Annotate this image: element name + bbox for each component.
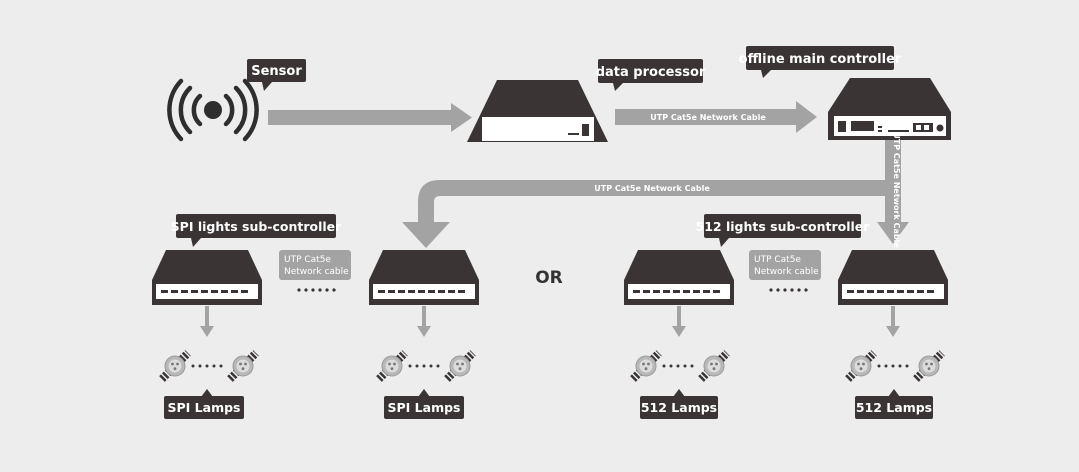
dmx-chain-cable-label: UTP Cat5e Network cable xyxy=(749,250,821,280)
dmx-chain-dots xyxy=(769,288,808,292)
spi-lamp-group-2 xyxy=(379,353,473,379)
spi-lamps-label-2: SPI Lamps xyxy=(384,389,464,419)
dmx-subcontroller-1 xyxy=(624,250,734,305)
spi-chain-dots xyxy=(297,288,336,292)
dmx-subcontroller-label: 512 lights sub-controller xyxy=(696,214,871,247)
dmx-lamp-group-1 xyxy=(633,353,727,379)
svg-text:UTP Cat5e: UTP Cat5e xyxy=(284,255,331,265)
spi-lamps-label-1: SPI Lamps xyxy=(164,389,244,419)
spi-subcontroller-1 xyxy=(152,250,262,305)
spi-subcontroller-2 xyxy=(369,250,479,305)
svg-text:UTP Cat5e Network Cable: UTP Cat5e Network Cable xyxy=(892,132,901,248)
spi-chain-cable-label: UTP Cat5e Network cable xyxy=(279,250,351,280)
arrow-main-down: UTP Cat5e Network Cable xyxy=(877,132,909,248)
arrow-dmx2-to-lamps xyxy=(886,306,900,337)
arrow-sensor-to-processor xyxy=(268,103,472,132)
sensor-icon xyxy=(167,78,259,142)
dmx-subcontroller-2 xyxy=(838,250,948,305)
arrow-spi1-to-lamps xyxy=(200,306,214,337)
dmx-lamps-label-2: 512 Lamps xyxy=(855,389,933,419)
spi-subcontroller-label: SPI lights sub-controller xyxy=(171,214,342,247)
arrow-main-to-spi: UTP Cat5e Network Cable xyxy=(402,180,885,248)
svg-text:Sensor: Sensor xyxy=(251,64,302,79)
main-controller-label: offline main controller xyxy=(739,46,902,78)
arrow-spi2-to-lamps xyxy=(417,306,431,337)
svg-text:UTP Cat5e: UTP Cat5e xyxy=(754,255,801,265)
svg-text:512 lights sub-controller: 512 lights sub-controller xyxy=(696,219,871,234)
svg-text:data processor: data processor xyxy=(596,65,706,80)
svg-text:512 Lamps: 512 Lamps xyxy=(856,400,932,415)
dmx-lamp-group-2 xyxy=(848,353,942,379)
arrow-processor-to-main: UTP Cat5e Network Cable xyxy=(615,101,817,133)
svg-text:Network cable: Network cable xyxy=(754,267,819,277)
sensor-label: Sensor xyxy=(247,59,306,91)
svg-text:SPI lights sub-controller: SPI lights sub-controller xyxy=(171,219,342,234)
svg-text:Network cable: Network cable xyxy=(284,267,349,277)
svg-text:SPI Lamps: SPI Lamps xyxy=(388,400,461,415)
svg-text:SPI Lamps: SPI Lamps xyxy=(168,400,241,415)
svg-text:UTP Cat5e Network Cable: UTP Cat5e Network Cable xyxy=(650,113,766,122)
main-controller-device xyxy=(828,78,951,140)
data-processor-label: data processor xyxy=(596,59,706,91)
spi-lamp-group-1 xyxy=(162,353,256,379)
arrow-dmx1-to-lamps xyxy=(672,306,686,337)
svg-text:offline main controller: offline main controller xyxy=(739,52,902,67)
svg-text:UTP Cat5e Network Cable: UTP Cat5e Network Cable xyxy=(594,184,710,193)
dmx-lamps-label-1: 512 Lamps xyxy=(640,389,718,419)
or-text: OR xyxy=(535,268,563,288)
svg-text:512 Lamps: 512 Lamps xyxy=(641,400,717,415)
data-processor-device xyxy=(467,80,608,142)
